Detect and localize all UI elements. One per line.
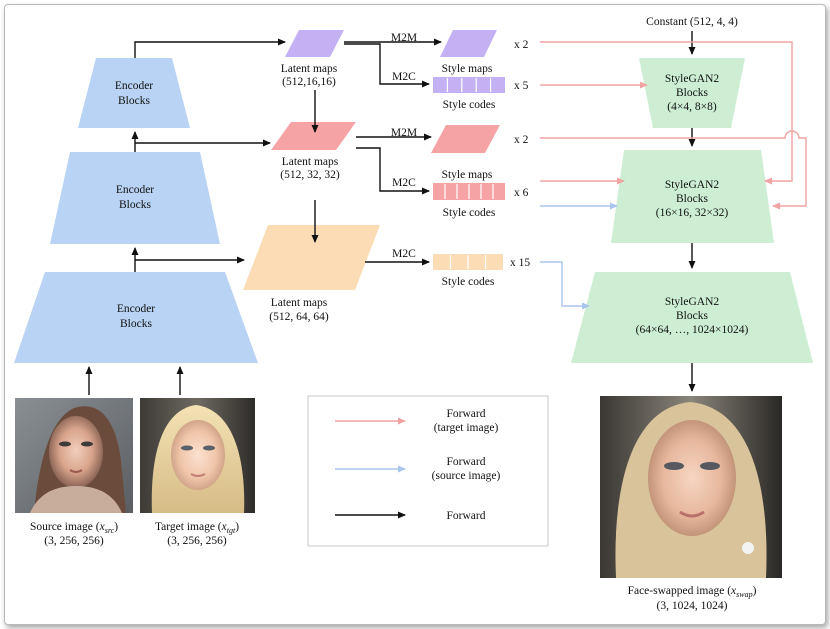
stylegan1-l3: (4×4, 8×8): [667, 101, 717, 113]
style-code-large: Style codes: [433, 254, 503, 288]
stylegan3-l2: Blocks: [676, 310, 708, 322]
encoder-medium-label2: Blocks: [119, 199, 151, 211]
stylegan3-l1: StyleGAN2: [665, 296, 720, 308]
encoder-block-small: Encoder Blocks: [78, 58, 190, 128]
latent-small-label: Latent maps: [281, 63, 338, 75]
multiplier-codes-medium: x 6: [514, 187, 529, 199]
latent-map-medium: Latent maps (512, 32, 32): [271, 122, 356, 181]
swap-image-shape: (3, 1024, 1024): [657, 600, 728, 612]
stylegan1-l2: Blocks: [676, 87, 708, 99]
latent-map-small: Latent maps (512,16,16): [281, 30, 344, 88]
encoder-block-medium: Encoder Blocks: [50, 152, 220, 244]
stylegan-block-3: StyleGAN2 Blocks (64×64, …, 1024×1024): [571, 272, 813, 363]
style-code-medium: Style codes: [433, 183, 505, 219]
legend-target-l2: (target image): [434, 422, 499, 434]
op-m2m-small: M2M: [391, 32, 417, 44]
legend-source-l2: (source image): [432, 470, 501, 482]
encoder-small-label2: Blocks: [118, 95, 150, 107]
target-image: [140, 398, 255, 513]
multiplier-codes-small: x 5: [514, 80, 529, 92]
swap-image-caption: Face-swapped image (xswap): [628, 585, 757, 599]
latent-medium-label: Latent maps: [282, 156, 339, 168]
stylegan2-l2: Blocks: [676, 193, 708, 205]
latent-large-label: Latent maps: [271, 297, 328, 309]
encoder-large-label2: Blocks: [120, 318, 152, 330]
target-image-shape: (3, 256, 256): [167, 535, 227, 547]
encoder-block-large: Encoder Blocks: [14, 272, 258, 363]
encoder-small-label1: Encoder: [115, 80, 153, 92]
style-map-medium: Style maps: [431, 125, 500, 181]
multiplier-maps-small: x 2: [514, 39, 529, 51]
source-forward-arrows: [540, 202, 618, 310]
style-code-small: Style codes: [433, 77, 505, 111]
forward-arrows: [85, 31, 696, 395]
stylegan2-l3: (16×16, 32×32): [656, 207, 729, 219]
op-m2c-large: M2C: [392, 248, 416, 260]
style-code-small-label: Style codes: [443, 99, 496, 111]
target-image-caption: Target image (xtgt): [155, 521, 239, 535]
constant-label: Constant (512, 4, 4): [646, 16, 738, 28]
op-m2c-small: M2C: [392, 71, 416, 83]
encoder-large-label1: Encoder: [117, 303, 155, 315]
op-m2m-medium: M2M: [391, 127, 417, 139]
stylegan3-l3: (64×64, …, 1024×1024): [636, 324, 749, 336]
stylegan-block-2: StyleGAN2 Blocks (16×16, 32×32): [611, 150, 774, 243]
target-forward-arrows: [540, 41, 807, 210]
source-image-shape: (3, 256, 256): [44, 535, 104, 547]
multiplier-codes-large: x 15: [510, 257, 530, 269]
legend-target-l1: Forward: [447, 408, 486, 420]
style-map-small-label: Style maps: [442, 63, 493, 75]
latent-large-shape: (512, 64, 64): [269, 311, 329, 323]
style-code-large-label: Style codes: [442, 276, 495, 288]
style-map-medium-label: Style maps: [442, 169, 493, 181]
stylegan-block-1: StyleGAN2 Blocks (4×4, 8×8): [639, 58, 745, 128]
source-image: [15, 398, 133, 513]
source-image-caption: Source image (xsrc): [30, 521, 118, 535]
stylegan1-l1: StyleGAN2: [665, 73, 720, 85]
legend-source-l1: Forward: [447, 456, 486, 468]
latent-medium-shape: (512, 32, 32): [280, 169, 340, 181]
latent-small-shape: (512,16,16): [282, 76, 336, 88]
stylegan2-l1: StyleGAN2: [665, 179, 720, 191]
legend-forward: Forward: [447, 510, 486, 522]
style-map-small: Style maps: [440, 30, 497, 75]
latent-map-large: Latent maps (512, 64, 64): [243, 225, 380, 323]
encoder-medium-label1: Encoder: [116, 184, 154, 196]
face-swapped-image: [600, 396, 782, 578]
legend: Forward (target image) Forward (source i…: [307, 395, 549, 547]
op-m2c-medium: M2C: [392, 177, 416, 189]
multiplier-maps-medium: x 2: [514, 134, 529, 146]
style-code-medium-label: Style codes: [443, 207, 496, 219]
